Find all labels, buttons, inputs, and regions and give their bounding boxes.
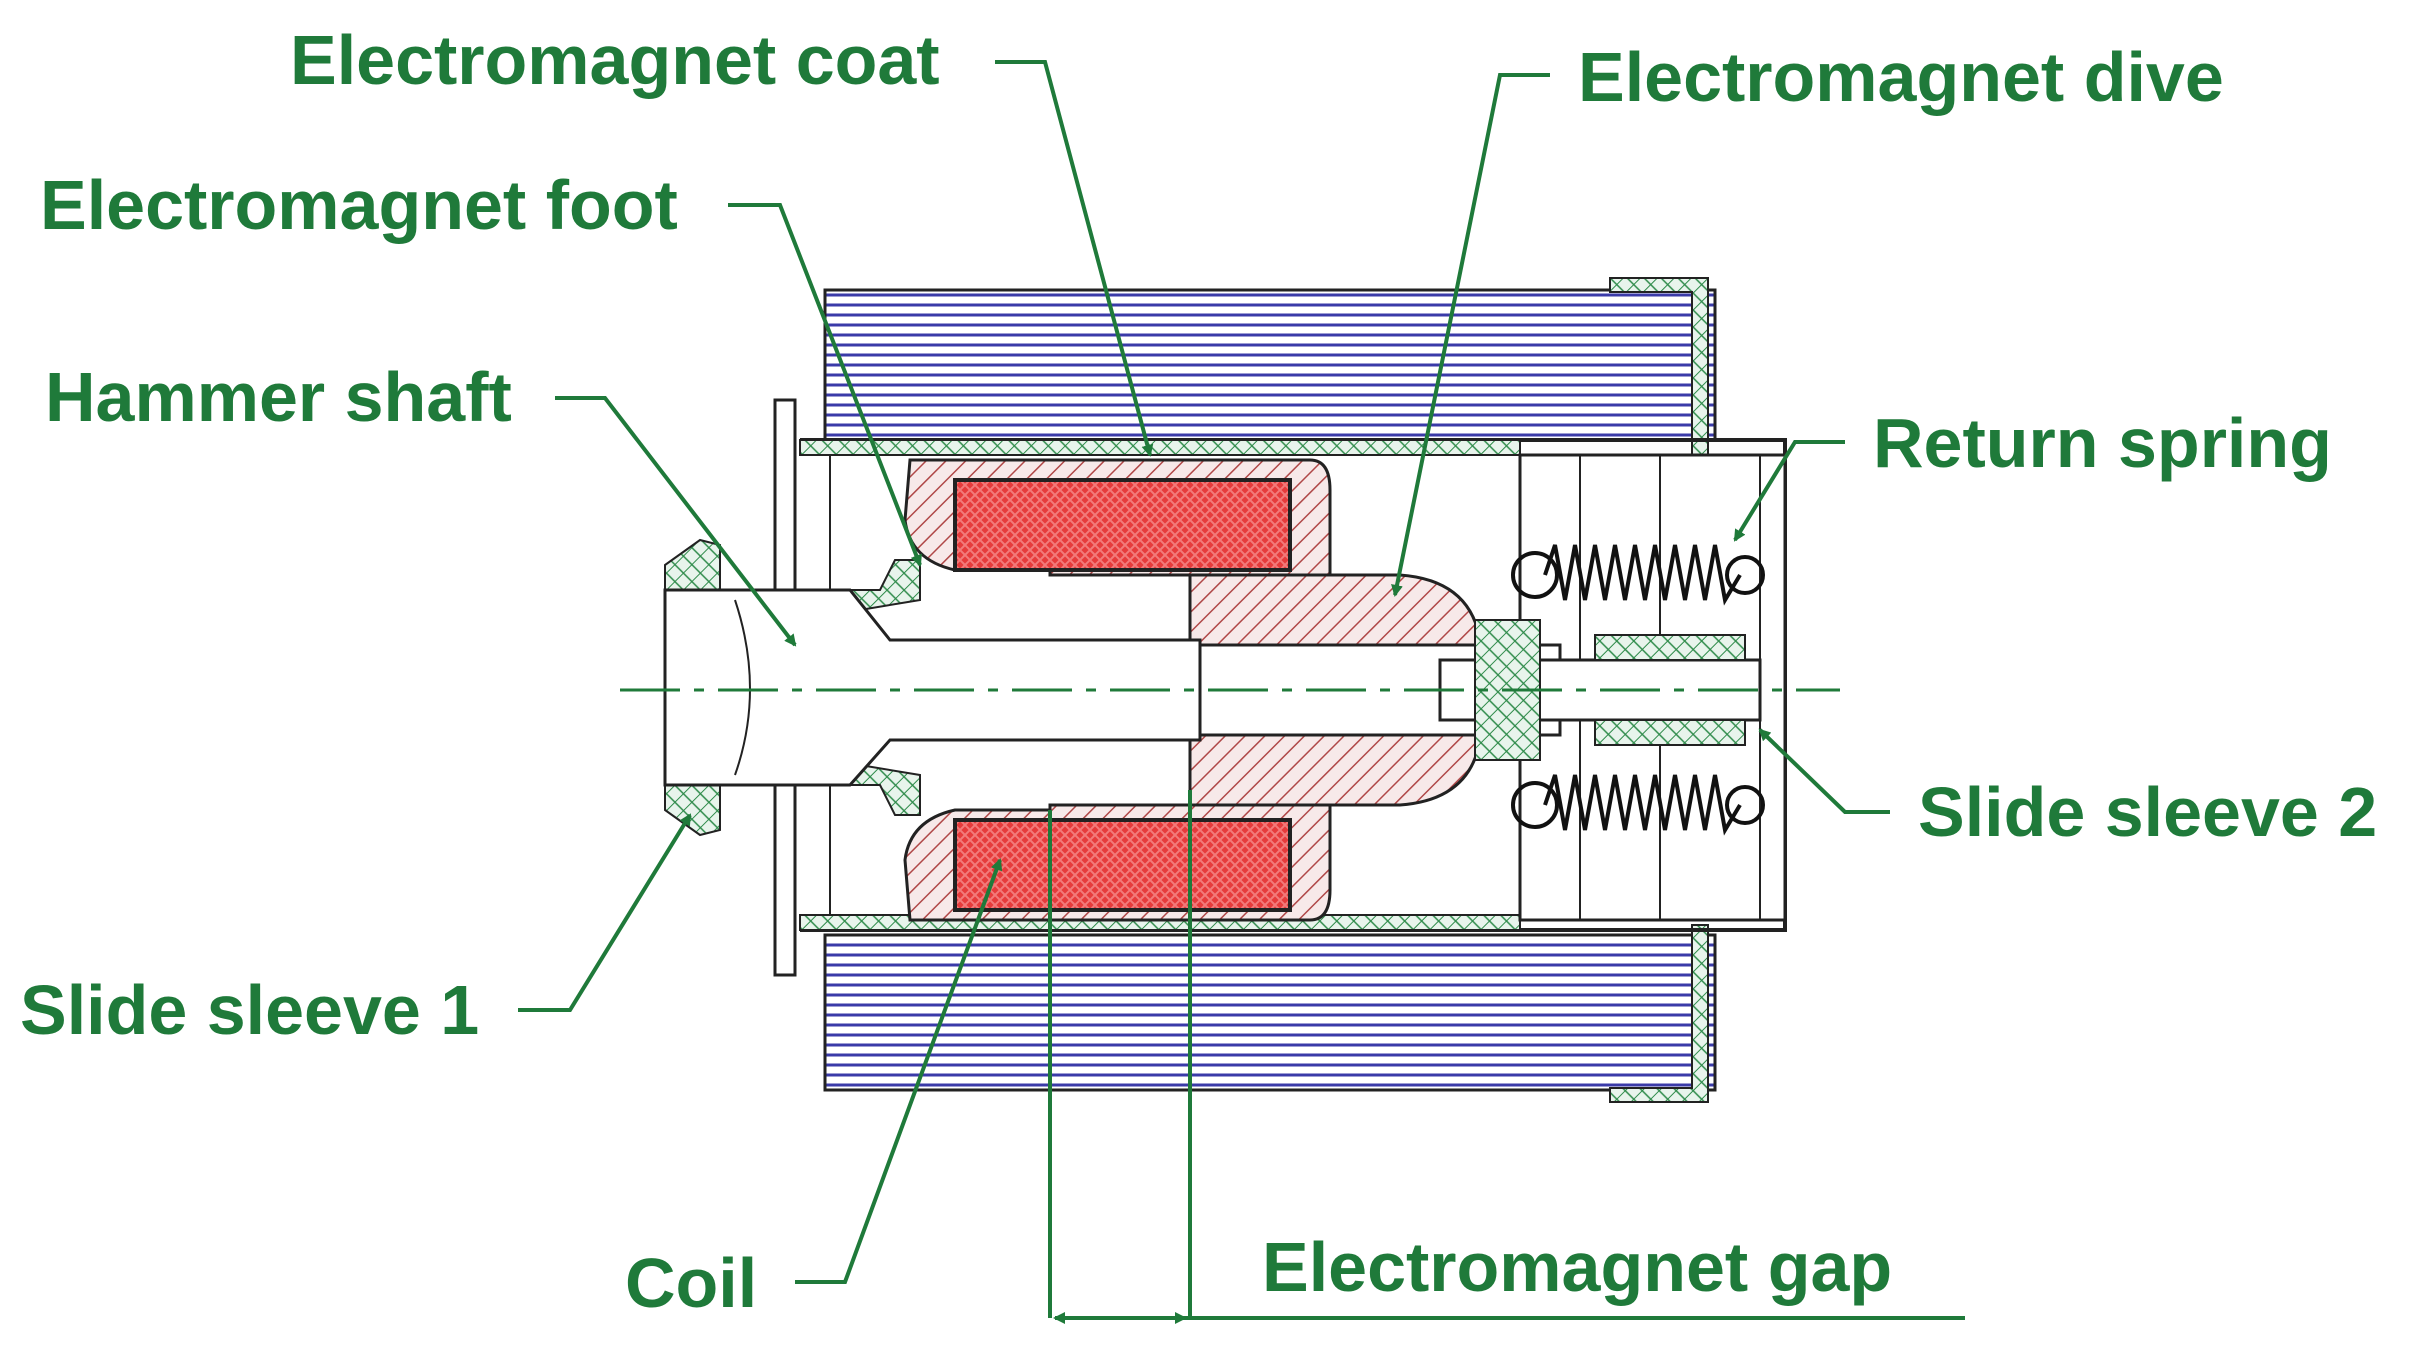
leader-lines xyxy=(518,60,1965,1324)
coil-lower xyxy=(953,818,1292,912)
housing-end-cap-bottom xyxy=(1609,924,1709,1103)
label-coil: Coil xyxy=(625,1244,758,1322)
label-hammer-shaft: Hammer shaft xyxy=(45,358,512,436)
spring-end-1 xyxy=(1511,551,1559,599)
shell-wall-top xyxy=(799,439,1521,456)
housing xyxy=(823,277,1717,1103)
spring-end-2 xyxy=(1725,555,1765,595)
spring-end-3 xyxy=(1511,781,1559,829)
leader-coil xyxy=(795,858,1003,1284)
label-electromagnet-gap: Electromagnet gap xyxy=(1262,1228,1893,1306)
dive-lower xyxy=(1188,723,1482,807)
leader-return-spring xyxy=(1733,440,1845,542)
hammer-shaft-body xyxy=(663,588,1202,787)
dive-upper xyxy=(1188,573,1482,657)
leader-electromagnet-dive xyxy=(1391,73,1550,597)
spring-lower xyxy=(1543,774,1742,836)
leader-slide-sleeve-2 xyxy=(1758,728,1890,814)
hammer-shaft-part xyxy=(663,538,1762,837)
housing-top xyxy=(823,288,1717,442)
spring-upper xyxy=(1543,544,1742,606)
spring-end-4 xyxy=(1725,785,1765,825)
label-electromagnet-foot: Electromagnet foot xyxy=(40,166,678,244)
label-electromagnet-coat: Electromagnet coat xyxy=(290,21,940,99)
slide-sleeve-2-upper xyxy=(1594,634,1746,661)
leader-electromagnet-foot xyxy=(728,203,922,567)
leader-slide-sleeve-1 xyxy=(518,813,692,1012)
label-slide-sleeve-2: Slide sleeve 2 xyxy=(1918,773,2378,851)
label-return-spring: Return spring xyxy=(1873,404,2332,482)
slide-sleeve-2-lower xyxy=(1594,719,1746,746)
return-springs xyxy=(1511,544,1765,836)
housing-bottom xyxy=(823,933,1717,1092)
coil-upper xyxy=(953,478,1292,572)
label-slide-sleeve-1: Slide sleeve 1 xyxy=(20,971,480,1049)
leader-electromagnet-coat xyxy=(995,60,1154,457)
label-electromagnet-dive: Electromagnet dive xyxy=(1578,38,2224,116)
leader-hammer-shaft xyxy=(555,396,797,647)
